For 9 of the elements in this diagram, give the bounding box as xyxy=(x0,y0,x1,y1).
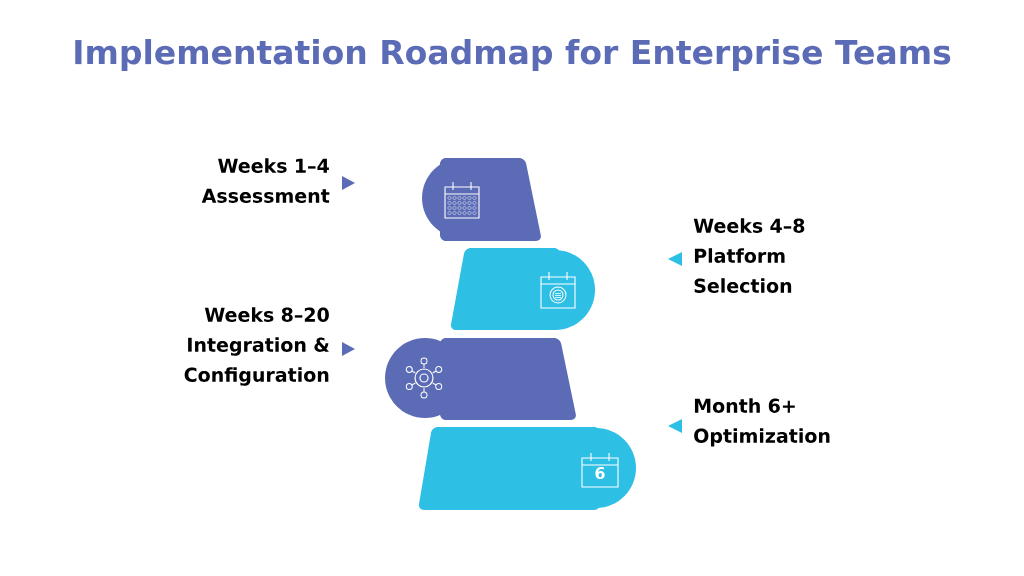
step-shape xyxy=(385,338,576,420)
step-shape xyxy=(422,158,541,241)
step-label: Weeks 8–20 Integration & Configuration xyxy=(184,307,329,386)
step-shape xyxy=(418,427,636,510)
step-label: Month 6+ Optimization xyxy=(694,398,830,447)
step-label: Weeks 4–8 Platform Selection xyxy=(693,218,805,293)
title: Implementation Roadmap for Enterprise Teams xyxy=(75,39,951,71)
step-shape xyxy=(451,248,595,330)
step-label: Weeks 1–4 Assessment xyxy=(201,158,330,203)
